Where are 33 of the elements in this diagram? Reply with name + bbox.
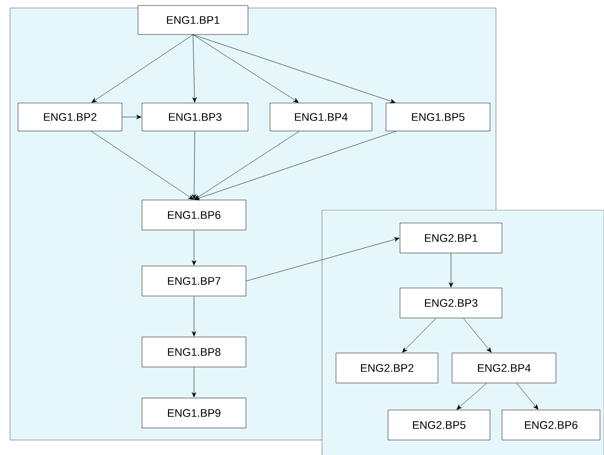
arrow bbox=[192, 367, 196, 398]
process-box: ENG1.BP3 bbox=[142, 102, 248, 132]
process-box: ENG1.BP1 bbox=[138, 5, 248, 35]
arrow bbox=[192, 34, 197, 102]
process-box: ENG1.BP6 bbox=[142, 200, 246, 230]
arrow bbox=[192, 34, 396, 104]
process-box: ENG1.BP9 bbox=[142, 398, 246, 428]
arrow bbox=[91, 34, 194, 103]
arrow bbox=[516, 383, 538, 410]
process-box: ENG2.BP4 bbox=[452, 352, 556, 384]
process-box: ENG1.BP8 bbox=[142, 336, 246, 368]
arrow bbox=[122, 114, 142, 120]
arrow bbox=[192, 230, 196, 266]
arrow bbox=[194, 131, 396, 200]
process-box: ENG1.BP4 bbox=[270, 102, 372, 132]
arrow bbox=[91, 131, 194, 200]
arrow bbox=[192, 131, 196, 200]
arrow bbox=[246, 237, 400, 282]
process-box: ENG1.BP7 bbox=[142, 266, 246, 296]
arrow bbox=[194, 131, 300, 200]
process-box: ENG2.BP2 bbox=[336, 352, 438, 384]
arrow bbox=[402, 318, 436, 353]
arrow bbox=[456, 383, 487, 410]
process-box: ENG1.BP5 bbox=[386, 102, 490, 132]
process-box: ENG2.BP6 bbox=[502, 410, 600, 440]
arrow bbox=[192, 296, 196, 336]
process-box: ENG2.BP1 bbox=[400, 222, 502, 254]
arrow bbox=[463, 318, 492, 353]
process-box: ENG2.BP3 bbox=[400, 288, 502, 318]
process-box: ENG1.BP2 bbox=[18, 102, 122, 132]
arrow bbox=[192, 34, 299, 103]
arrow bbox=[448, 253, 454, 288]
process-box: ENG2.BP5 bbox=[388, 410, 490, 440]
